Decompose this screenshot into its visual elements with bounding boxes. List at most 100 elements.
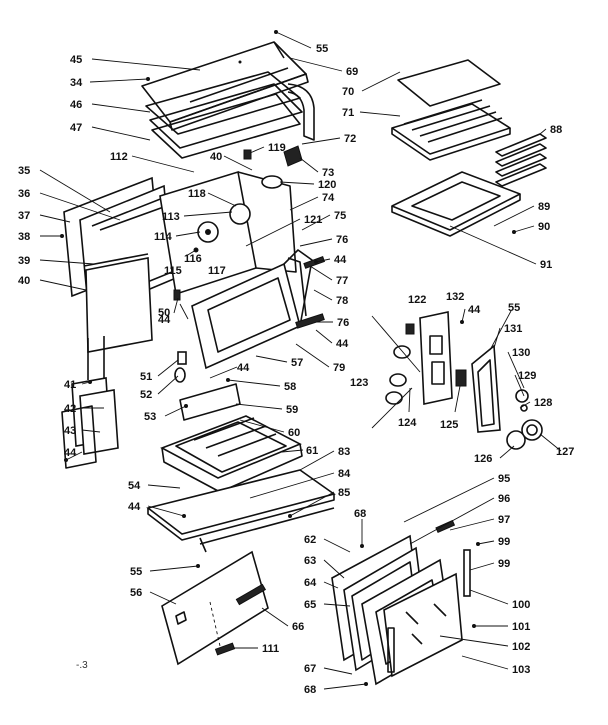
callout-85: 85 (338, 487, 350, 499)
callout-58: 58 (284, 381, 296, 393)
callout-34: 34 (70, 77, 83, 89)
side-trim (471, 344, 501, 433)
kick-panel (161, 550, 269, 666)
callout-78: 78 (336, 295, 348, 307)
control-panel (419, 311, 453, 405)
callout-77: 77 (336, 275, 348, 287)
front-frame (191, 249, 326, 370)
callout-54: 54 (128, 480, 141, 492)
rack-rods (495, 133, 547, 187)
callout-79: 79 (333, 362, 345, 374)
callout-53: 53 (144, 411, 156, 423)
callout-96: 96 (498, 493, 510, 505)
callout-70: 70 (342, 86, 354, 98)
callout-128: 128 (534, 397, 552, 409)
callout-56: 56 (130, 587, 142, 599)
callout-62: 62 (304, 534, 316, 546)
callout-67: 67 (304, 663, 316, 675)
callout-117: 117 (208, 265, 226, 277)
callout-76: 76 (336, 234, 348, 246)
callout-46: 46 (70, 99, 82, 111)
stray-mark: -.3 (76, 660, 88, 671)
burner-knobs (506, 389, 543, 450)
callout-84: 84 (338, 468, 351, 480)
control-knobs (371, 315, 467, 429)
callout-63: 63 (304, 555, 316, 567)
callout-113: 113 (162, 211, 180, 223)
callout-59: 59 (286, 404, 298, 416)
callout-38: 38 (18, 231, 30, 243)
callout-131: 131 (504, 323, 522, 335)
top-frame (145, 71, 315, 159)
callout-76: 76 (337, 317, 349, 329)
callout-35: 35 (18, 165, 30, 177)
callout-57: 57 (291, 357, 303, 369)
lower-left-door (61, 336, 119, 469)
callout-130: 130 (512, 347, 530, 359)
callout-52: 52 (140, 389, 152, 401)
callout-102: 102 (512, 641, 530, 653)
callout-119: 119 (268, 142, 286, 154)
callout-44: 44 (158, 314, 171, 326)
parts-artwork (61, 41, 547, 686)
callout-97: 97 (498, 514, 510, 526)
bottom-plate (146, 469, 336, 553)
callout-43: 43 (64, 425, 76, 437)
callout-125: 125 (440, 419, 458, 431)
callout-36: 36 (18, 188, 30, 200)
callout-99: 99 (498, 536, 510, 548)
callout-91: 91 (540, 259, 552, 271)
callout-115: 115 (164, 265, 182, 277)
callout-64: 64 (304, 577, 317, 589)
callout-50: 50 (158, 307, 170, 319)
callout-114: 114 (154, 231, 173, 243)
callout-123: 123 (350, 377, 368, 389)
callout-129: 129 (518, 370, 536, 382)
callout-124: 124 (398, 417, 417, 429)
callout-65: 65 (304, 599, 316, 611)
callout-75: 75 (334, 210, 346, 222)
callout-127: 127 (556, 446, 574, 458)
callout-111: 111 (262, 643, 279, 655)
callout-68: 68 (354, 508, 366, 520)
callout-120: 120 (318, 179, 336, 191)
callout-44: 44 (237, 362, 250, 374)
callout-83: 83 (338, 446, 350, 458)
callout-99: 99 (498, 558, 510, 570)
callout-118: 118 (188, 188, 206, 200)
callout-101: 101 (512, 621, 530, 633)
oven-box (159, 170, 297, 296)
callout-116: 116 (184, 253, 202, 265)
callout-45: 45 (70, 54, 82, 66)
callout-132: 132 (446, 291, 464, 303)
callout-51: 51 (140, 371, 152, 383)
hinge-parts (173, 289, 187, 383)
callout-44: 44 (468, 304, 481, 316)
callout-89: 89 (538, 201, 550, 213)
callout-100: 100 (512, 599, 530, 611)
callout-55: 55 (130, 566, 142, 578)
leader-lines (39, 30, 562, 690)
broiler-pan (391, 171, 521, 237)
callout-44: 44 (64, 447, 77, 459)
callout-41: 41 (64, 379, 76, 391)
callout-44: 44 (128, 501, 141, 513)
callout-88: 88 (550, 124, 562, 136)
callout-44: 44 (334, 254, 347, 266)
callout-55: 55 (316, 43, 328, 55)
callout-68: 68 (304, 684, 316, 696)
callout-labels: 55 45 69 34 46 47 70 71 72 88 119 112 40… (18, 43, 574, 696)
callout-66: 66 (292, 621, 304, 633)
callout-73: 73 (322, 167, 334, 179)
callout-40: 40 (210, 151, 222, 163)
callout-71: 71 (342, 107, 354, 119)
callout-37: 37 (18, 210, 30, 222)
callout-60: 60 (288, 427, 300, 439)
callout-126: 126 (474, 453, 492, 465)
callout-61: 61 (306, 445, 318, 457)
small-parts-top (243, 145, 303, 189)
callout-40: 40 (18, 275, 30, 287)
callout-47: 47 (70, 122, 82, 134)
callout-95: 95 (498, 473, 510, 485)
